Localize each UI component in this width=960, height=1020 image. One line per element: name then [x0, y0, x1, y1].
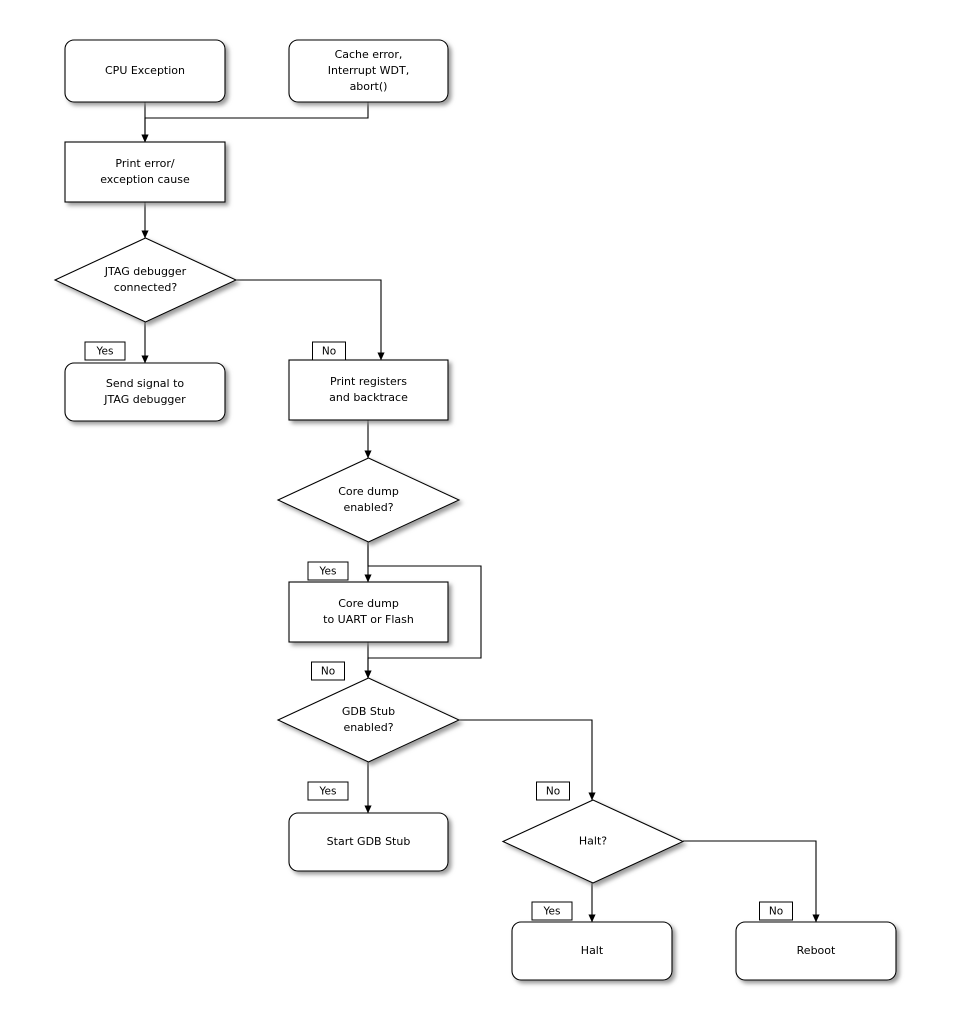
node-label-line: Reboot: [797, 944, 836, 957]
node-label-line: Halt: [581, 944, 604, 957]
node-label-line: GDB Stub: [342, 705, 395, 718]
node-core-dump-write: Core dump to UART or Flash: [288, 581, 449, 643]
edge-label-text: No: [769, 906, 783, 918]
node-label-line: Start GDB Stub: [327, 835, 411, 848]
node-label: Send signal to JTAG debugger: [103, 377, 186, 406]
node-halt-terminal: Halt: [511, 921, 673, 981]
node-label: Print error/exception cause: [100, 157, 190, 186]
node-label-line: Interrupt WDT,: [328, 64, 409, 77]
node-label-line: CPU Exception: [105, 64, 185, 77]
node-reboot-terminal: Reboot: [735, 921, 897, 981]
edge-label-yes-edge-jtag-yes: Yes: [84, 341, 126, 361]
edge-label-no-edge-jtag-no: No: [312, 341, 346, 361]
edge-label-text: Yes: [319, 786, 337, 798]
connector-line: [459, 719, 596, 801]
node-core-dump-enabled: Core dump enabled?: [276, 457, 461, 543]
edge-label-box: [531, 901, 573, 921]
node-shape-rect: [288, 359, 449, 421]
node-label-line: connected?: [114, 281, 178, 294]
edge-halt-no: [683, 840, 820, 923]
connector-line: [236, 279, 385, 361]
edge-label-text: No: [546, 786, 560, 798]
edge-label-box: [312, 341, 346, 361]
node-halt-decision: Halt?: [501, 799, 685, 884]
node-label: CPU Exception: [105, 64, 185, 77]
node-label: GDB Stub enabled?: [342, 705, 395, 734]
node-label: Cache error, Interrupt WDT, abort(): [328, 48, 409, 93]
node-label-line: JTAG debugger: [103, 393, 186, 406]
edge-label-box: [307, 561, 349, 581]
node-label-line: enabled?: [343, 721, 393, 734]
node-label-line: and backtrace: [329, 391, 408, 404]
edge-label-text: No: [321, 666, 335, 678]
node-label-line: to UART or Flash: [323, 613, 414, 626]
node-print-registers: Print registers and backtrace: [288, 359, 449, 421]
node-label: Core dump to UART or Flash: [323, 597, 414, 626]
edge-label-text: Yes: [543, 906, 561, 918]
node-cache-error: Cache error, Interrupt WDT, abort(): [288, 39, 449, 103]
edge-label-yes-edge-halt-yes: Yes: [531, 901, 573, 921]
node-label-line: exception cause: [100, 173, 190, 186]
node-gdb-stub-enabled: GDB Stub enabled?: [276, 677, 461, 763]
node-label: Start GDB Stub: [327, 835, 411, 848]
node-label: JTAG debugger connected?: [104, 265, 187, 294]
edge-label-box: [536, 781, 570, 801]
edge-label-box: [759, 901, 793, 921]
connector-line: [141, 102, 369, 143]
node-label-line: enabled?: [343, 501, 393, 514]
node-shape-diamond: [276, 677, 461, 763]
node-shape-diamond: [501, 799, 685, 884]
node-label-line: Core dump: [338, 597, 399, 610]
edge-label-text: Yes: [319, 566, 337, 578]
edge-cache-to-print-error: [141, 102, 369, 143]
node-label-line: Print registers: [330, 375, 407, 388]
node-label: Core dump enabled?: [338, 485, 399, 514]
node-send-signal-jtag: Send signal to JTAG debugger: [64, 362, 226, 422]
edge-label-yes-edge-gdb-yes: Yes: [307, 781, 349, 801]
connector-line: [683, 840, 820, 923]
node-shape-rect: [64, 141, 226, 203]
node-label: Reboot: [797, 944, 836, 957]
edge-label-no-edge-gdb-no: No: [536, 781, 570, 801]
node-shape-rect: [288, 581, 449, 643]
edge-label-no-edge-core-dump-no: No: [311, 661, 345, 681]
node-label-line: abort(): [350, 80, 388, 93]
node-shape-rounded-rect: [288, 812, 449, 872]
node-shape-diamond: [53, 237, 238, 323]
node-shape-rounded-rect: [64, 362, 226, 422]
node-shape-rounded-rect: [511, 921, 673, 981]
node-label: Halt?: [579, 835, 607, 848]
node-label: Print registers and backtrace: [329, 375, 408, 404]
node-label-line: Send signal to: [106, 377, 185, 390]
edge-label-box: [84, 341, 126, 361]
node-print-error: Print error/exception cause: [64, 141, 226, 203]
node-label-line: Cache error,: [335, 48, 403, 61]
node-label-line: Halt?: [579, 835, 607, 848]
node-label-line: JTAG debugger: [104, 265, 187, 278]
edge-gdb-no: [459, 719, 596, 801]
node-label: Halt: [581, 944, 604, 957]
node-shape-diamond: [276, 457, 461, 543]
node-shape-rounded-rect: [64, 39, 226, 103]
edge-label-text: Yes: [96, 346, 114, 358]
node-label-line: Core dump: [338, 485, 399, 498]
edges-layer: [141, 102, 820, 923]
edge-label-box: [311, 661, 345, 681]
node-jtag-connected: JTAG debugger connected?: [53, 237, 238, 323]
node-label-line: Print error/: [115, 157, 174, 170]
edge-label-yes-edge-core-dump-yes: Yes: [307, 561, 349, 581]
edge-label-text: No: [322, 346, 336, 358]
nodes-layer: CPU Exception Cache error, Interrupt WDT, a…: [53, 39, 897, 981]
node-shape-rounded-rect: [288, 39, 449, 103]
node-cpu-exception: CPU Exception: [64, 39, 226, 103]
edge-label-box: [307, 781, 349, 801]
edge-jtag-no: [236, 279, 385, 361]
edge-label-no-edge-halt-no: No: [759, 901, 793, 921]
node-shape-rounded-rect: [735, 921, 897, 981]
node-start-gdb-stub: Start GDB Stub: [288, 812, 449, 872]
